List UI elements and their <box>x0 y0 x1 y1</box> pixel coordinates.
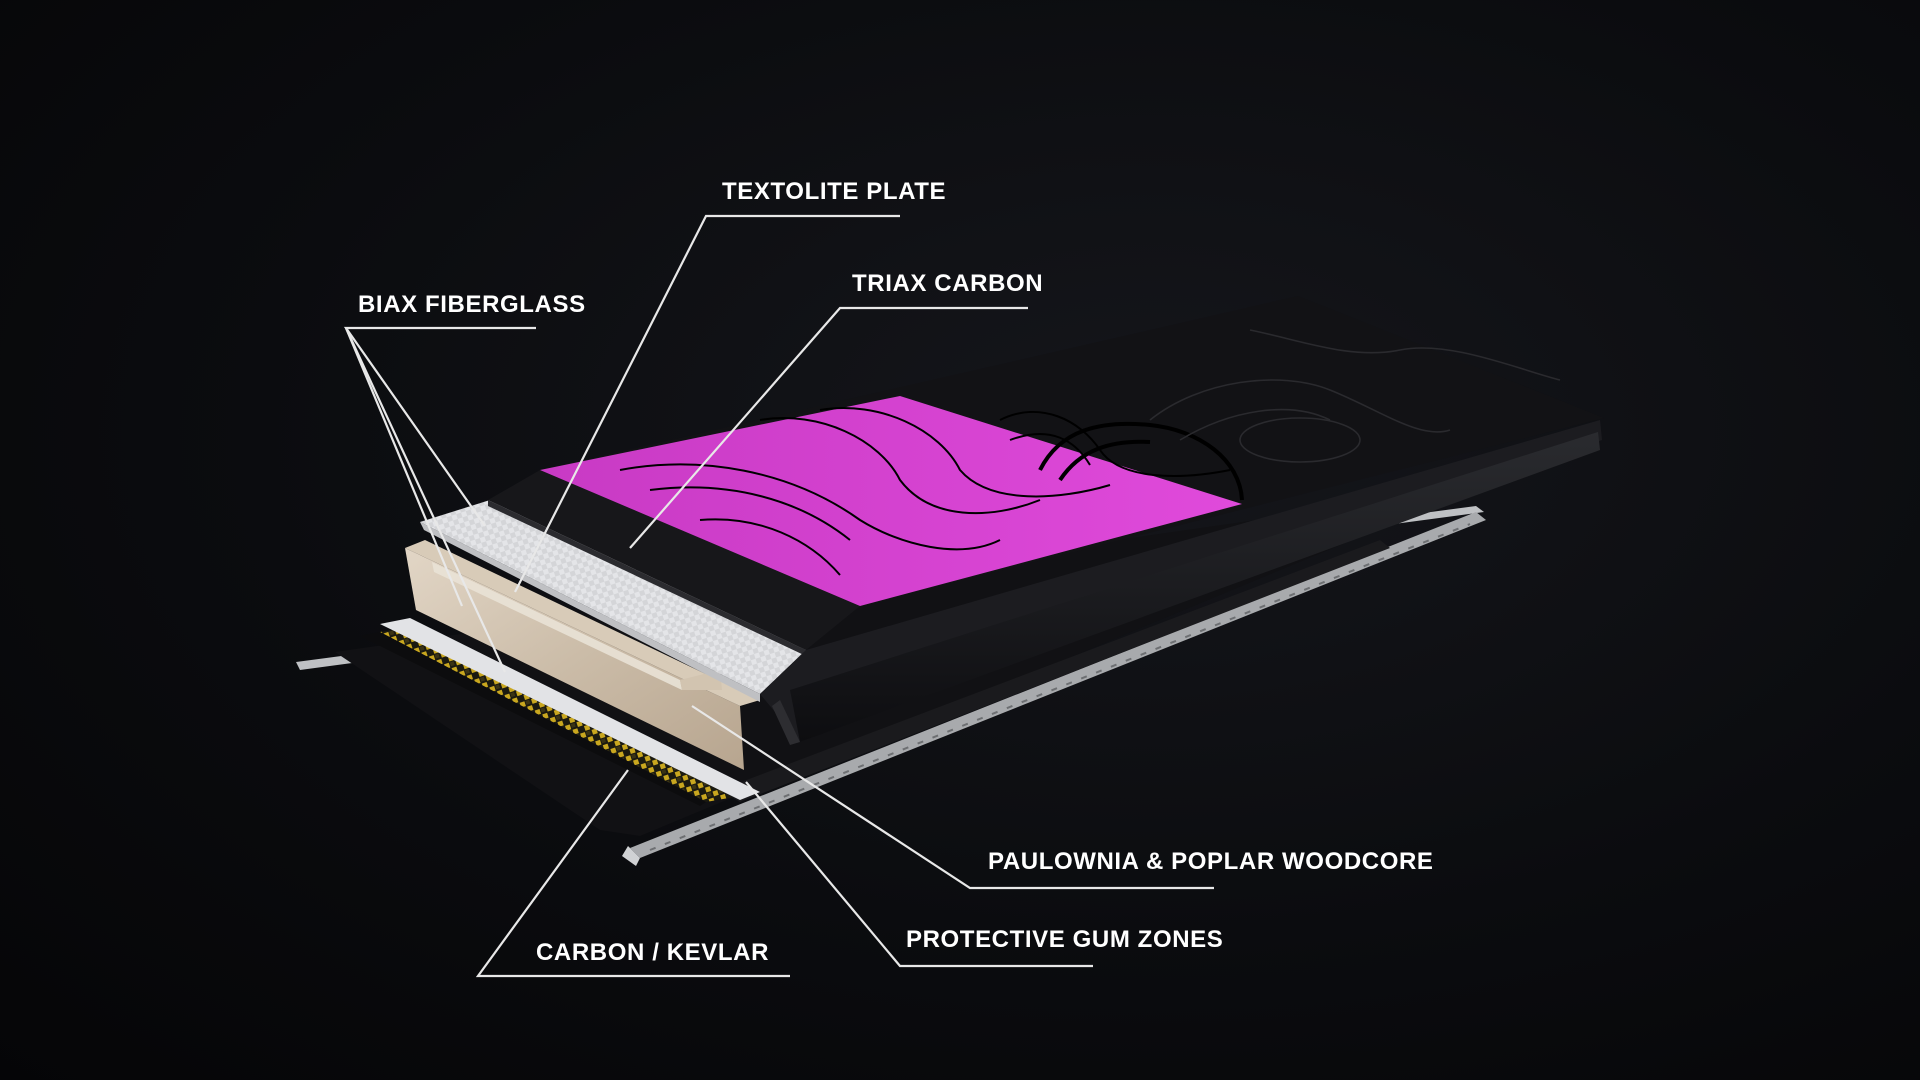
leader-carbon-kevlar <box>475 769 790 978</box>
label-textolite-plate: TEXTOLITE PLATE <box>722 178 947 205</box>
woodcore-layer <box>405 540 760 770</box>
label-triax-carbon: TRIAX CARBON <box>852 270 1044 297</box>
gum-zone-layer <box>720 540 1390 802</box>
carbon-kevlar-layer <box>360 626 740 806</box>
lower-fiberglass-layer <box>380 618 760 800</box>
upper-fiberglass-layer <box>420 500 806 702</box>
label-biax-fiberglass: BIAX FIBERGLASS <box>358 291 586 318</box>
leader-gum <box>745 781 1093 968</box>
label-carbon-kevlar: CARBON / KEVLAR <box>536 939 770 966</box>
label-protective-gum-zones: PROTECTIVE GUM ZONES <box>906 926 1224 953</box>
label-paulownia-poplar-woodcore: PAULOWNIA & POPLAR WOODCORE <box>988 848 1434 875</box>
leader-woodcore <box>691 705 1214 890</box>
leader-biax-3 <box>344 327 464 607</box>
topsheet <box>540 296 1604 606</box>
ski-body <box>760 420 1602 745</box>
leader-lines <box>343 214 1214 978</box>
leader-triax <box>629 306 1028 549</box>
leader-textolite <box>514 214 900 593</box>
triax-carbon-layer <box>488 470 860 656</box>
leader-biax-2 <box>345 327 506 673</box>
